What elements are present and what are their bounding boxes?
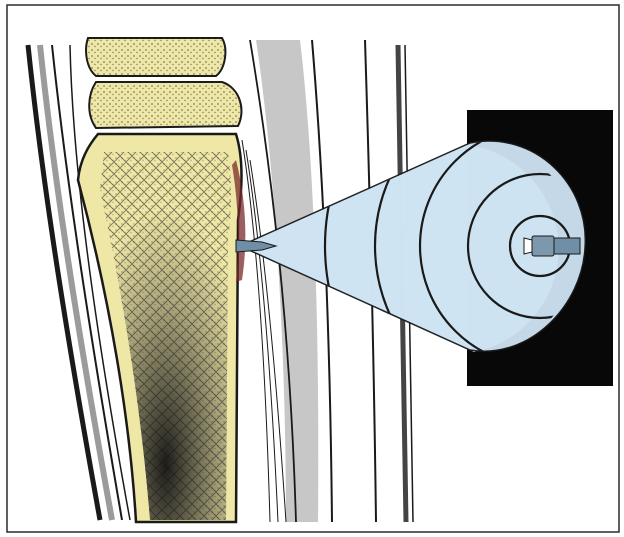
- ultrasound-probe-icon: [524, 236, 580, 256]
- bone-vertebra-icon: [86, 38, 241, 128]
